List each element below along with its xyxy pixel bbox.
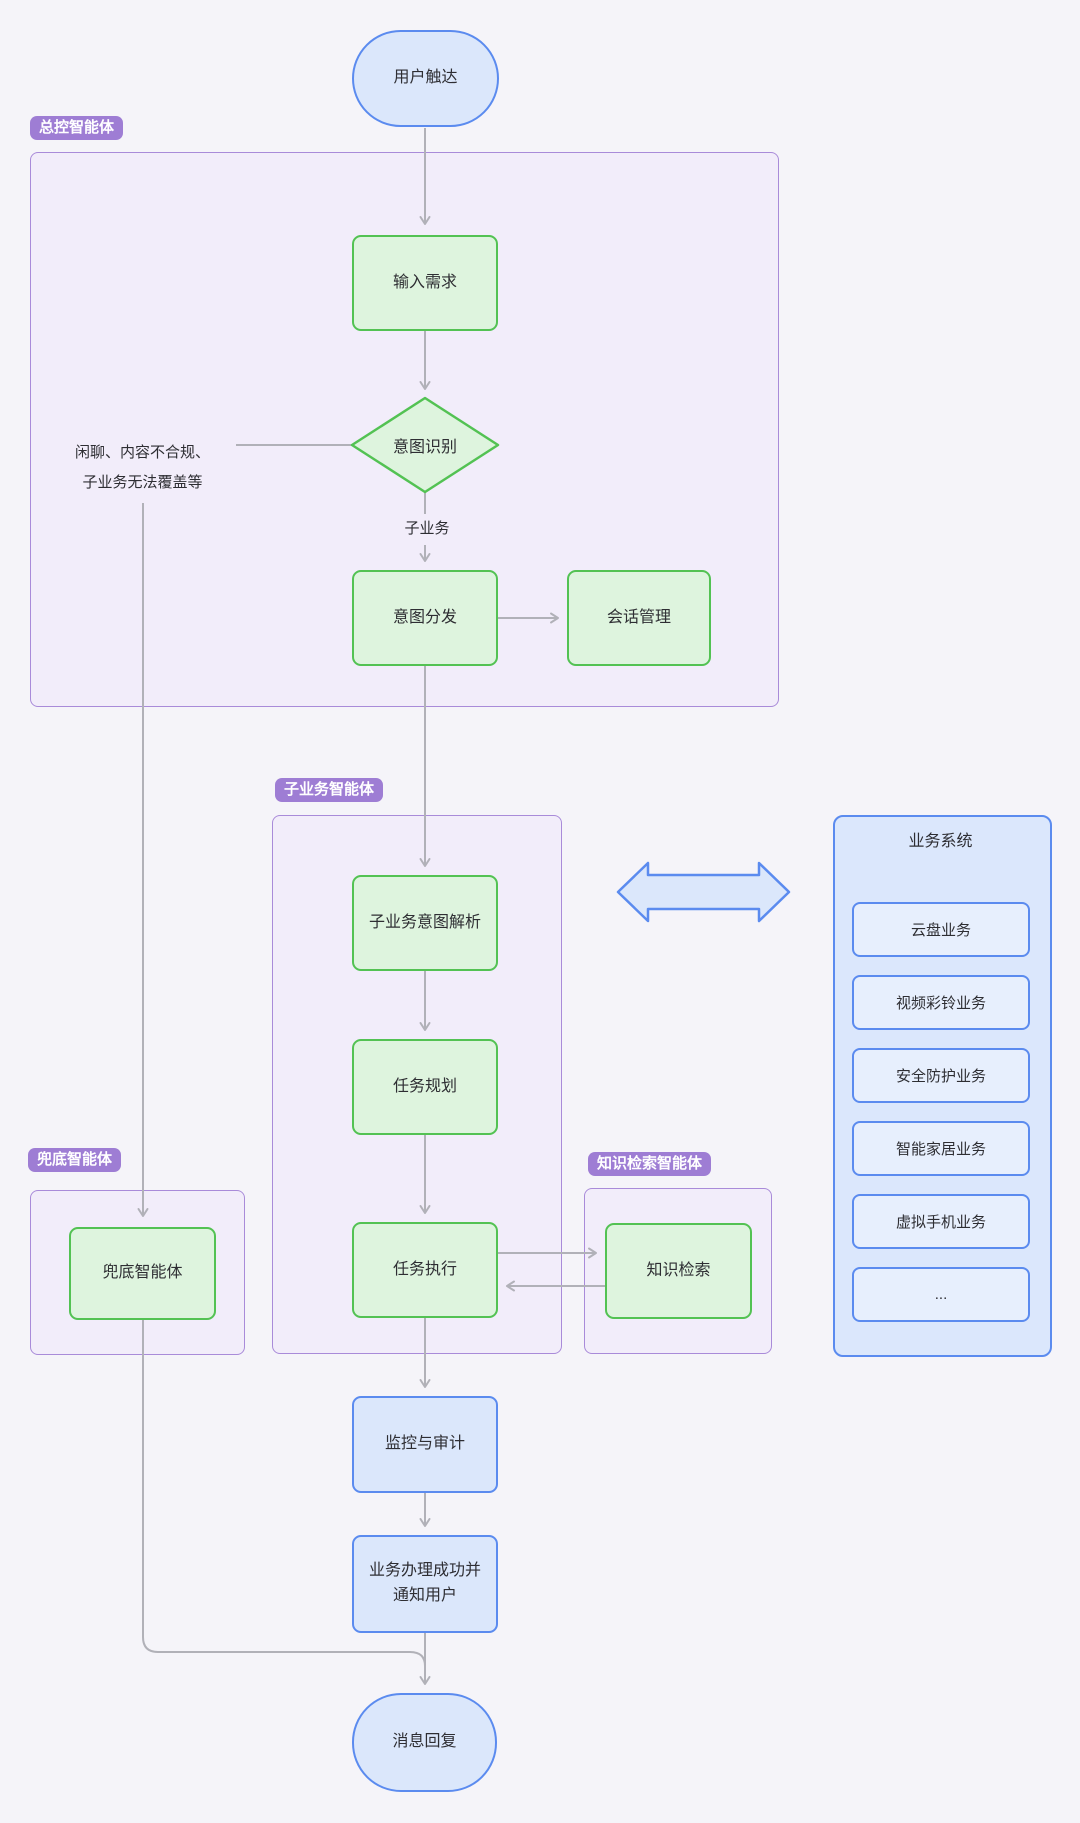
note-chitchat: 闲聊、内容不合规、 子业务无法覆盖等 [50, 438, 235, 498]
node-intent-dispatch: 意图分发 [352, 570, 498, 666]
node-input-requirement-label: 输入需求 [392, 273, 457, 291]
node-task-execution-label: 任务执行 [392, 1260, 457, 1278]
business-item-cloud-disk: 云盘业务 [852, 902, 1030, 957]
node-message-reply: 消息回复 [352, 1693, 497, 1792]
node-monitor-audit-label: 监控与审计 [384, 1435, 465, 1453]
node-task-planning-label: 任务规划 [392, 1077, 457, 1095]
note-chitchat-line1: 闲聊、内容不合规、 [74, 444, 210, 461]
node-fallback-agent: 兜底智能体 [69, 1227, 216, 1320]
business-item-more: ... [852, 1267, 1030, 1322]
bidirectional-arrow [616, 861, 791, 923]
node-message-reply-label: 消息回复 [392, 1733, 457, 1751]
intent-recognition-diamond [350, 396, 500, 494]
business-item-security-label: 安全防护业务 [895, 1068, 986, 1085]
badge-knowledge-agent: 知识检索智能体 [588, 1152, 712, 1176]
node-user-reach-label: 用户触达 [393, 69, 458, 87]
node-intent-recognition-label: 意图识别 [352, 398, 498, 492]
business-item-smart-home: 智能家居业务 [852, 1121, 1030, 1176]
note-chitchat-line2: 子业务无法覆盖等 [82, 474, 203, 491]
business-item-cloud-disk-label: 云盘业务 [910, 922, 971, 939]
node-session-management: 会话管理 [567, 570, 711, 666]
business-item-virtual-phone: 虚拟手机业务 [852, 1194, 1030, 1249]
badge-sub-business-agent: 子业务智能体 [275, 778, 384, 802]
edge-fallback-to-end [142, 1320, 426, 1667]
node-notify-user: 业务办理成功并 通知用户 [352, 1535, 498, 1633]
node-intent-dispatch-label: 意图分发 [392, 608, 457, 626]
node-input-requirement: 输入需求 [352, 235, 498, 331]
business-item-more-label: ... [934, 1286, 948, 1303]
node-task-planning: 任务规划 [352, 1039, 498, 1135]
business-item-virtual-phone-label: 虚拟手机业务 [895, 1214, 986, 1231]
business-item-smart-home-label: 智能家居业务 [895, 1141, 986, 1158]
business-item-video-ringtone-label: 视频彩铃业务 [895, 995, 986, 1012]
business-item-video-ringtone: 视频彩铃业务 [852, 975, 1030, 1030]
node-task-execution: 任务执行 [352, 1222, 498, 1318]
node-monitor-audit: 监控与审计 [352, 1396, 498, 1493]
badge-master-agent: 总控智能体 [30, 116, 124, 140]
node-user-reach: 用户触达 [352, 30, 499, 127]
intent-recognition-text: 意图识别 [392, 439, 457, 456]
node-notify-user-label: 业务办理成功并 通知用户 [369, 1559, 481, 1609]
notify-line2: 通知用户 [392, 1587, 457, 1604]
badge-fallback-agent: 兜底智能体 [28, 1148, 122, 1172]
edge-label-sub-business: 子业务 [396, 519, 458, 538]
node-sub-intent-parse-label: 子业务意图解析 [368, 913, 481, 931]
node-sub-intent-parse: 子业务意图解析 [352, 875, 498, 971]
node-session-management-label: 会话管理 [606, 608, 671, 626]
business-item-security: 安全防护业务 [852, 1048, 1030, 1103]
node-knowledge-search: 知识检索 [605, 1223, 752, 1319]
node-fallback-agent-label: 兜底智能体 [102, 1264, 183, 1282]
node-knowledge-search-label: 知识检索 [646, 1261, 711, 1279]
business-system-title: 业务系统 [908, 833, 973, 850]
notify-line1: 业务办理成功并 [368, 1562, 481, 1580]
